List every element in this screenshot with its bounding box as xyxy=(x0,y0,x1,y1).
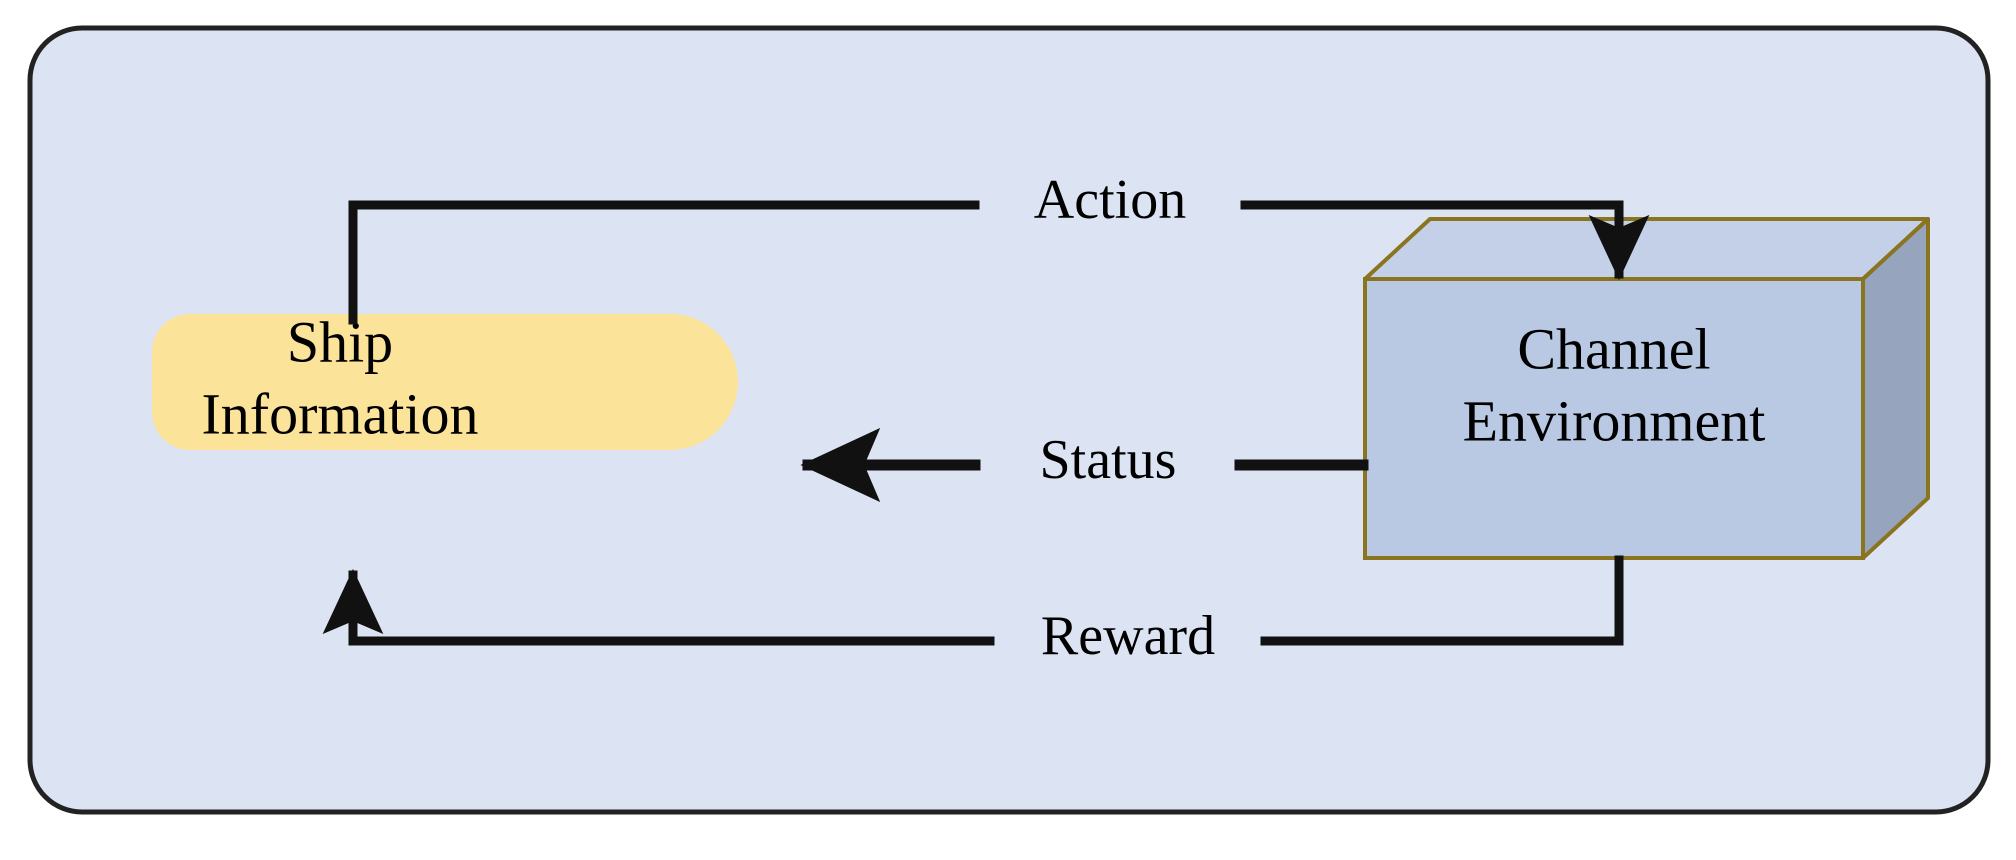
edge-status[interactable]: Status xyxy=(800,427,1369,503)
channel-environment-front-face xyxy=(1363,277,1865,560)
edge-action-label: Action xyxy=(1034,169,1186,231)
edge-action-left-segment xyxy=(348,200,980,325)
edge-reward[interactable]: Reward xyxy=(322,555,1624,667)
ship-information-shape xyxy=(152,314,738,450)
ship-information-node[interactable]: Ship Information xyxy=(152,309,738,450)
edge-reward-left-segment xyxy=(322,568,995,646)
channel-environment-side-face xyxy=(1861,217,1930,560)
edge-action-right-segment xyxy=(1240,200,1650,281)
channel-environment-node[interactable]: Channel Environment xyxy=(1363,217,1930,560)
edge-action[interactable]: Action xyxy=(348,169,1650,325)
channel-environment-label-line1: Channel xyxy=(1517,316,1710,381)
channel-environment-top-face xyxy=(1363,217,1930,281)
ship-information-label-line1: Ship xyxy=(287,309,393,374)
edge-reward-label: Reward xyxy=(1041,605,1215,667)
channel-environment-label-line2: Environment xyxy=(1463,388,1766,453)
edge-status-label: Status xyxy=(1040,429,1177,491)
edge-reward-right-segment xyxy=(1260,555,1624,646)
ship-information-label-line2: Information xyxy=(201,381,478,446)
